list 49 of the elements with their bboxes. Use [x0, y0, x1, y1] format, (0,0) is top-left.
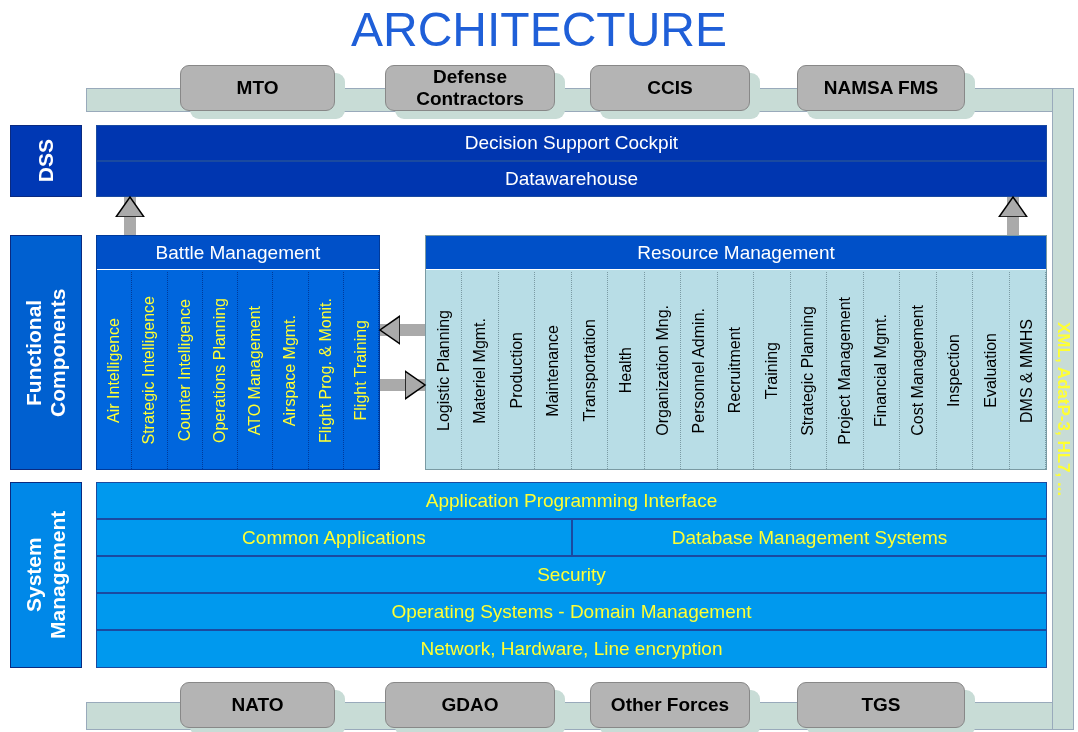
- standards-band: XML, AdatP-3, HL7, ...: [1052, 88, 1074, 730]
- column-label: Airspace Mgmt.: [281, 314, 300, 427]
- component-group: [96, 235, 380, 470]
- column-label: Inspection: [945, 334, 964, 407]
- layer-row: Decision Support Cockpit: [96, 125, 1047, 161]
- column-label: DMS & MMHS: [1018, 318, 1037, 423]
- column-label: Evaluation: [981, 333, 1000, 408]
- layer-name: DSS: [34, 139, 58, 183]
- column-label: Strategic Planning: [799, 305, 818, 436]
- layer-row: Network, Hardware, Line encryption: [96, 630, 1047, 668]
- block-arrow: [998, 196, 1028, 235]
- column-label: Strategic Intelligence: [140, 296, 159, 445]
- column-label: Counter Intelligence: [175, 299, 194, 442]
- column-label: ATO Management: [246, 305, 265, 436]
- layer-row: Database Management Systems: [572, 519, 1047, 556]
- column-label: Financial Mgmt.: [872, 314, 891, 427]
- column-label: Operations Planning: [210, 298, 229, 443]
- column-label: Maintenance: [544, 324, 563, 417]
- column-label: Recruitment: [726, 327, 745, 414]
- column-label: Logistic Planning: [434, 310, 453, 431]
- column-label: Materiel Mgmt.: [471, 317, 490, 424]
- layer-row: Application Programming Interface: [96, 482, 1047, 519]
- column-label: Transportation: [580, 319, 599, 422]
- block-arrow: [380, 370, 426, 400]
- layer-name: Functional Components: [22, 287, 70, 419]
- column-label: Cost Management: [908, 305, 927, 436]
- layer-label: [10, 482, 82, 668]
- block-arrow: [379, 315, 425, 345]
- component-group: [425, 235, 1047, 470]
- column-label: Flight Prog. & Monit.: [316, 298, 335, 443]
- layer-label: [10, 235, 82, 470]
- column-label: Production: [507, 332, 526, 409]
- layer-label: [10, 125, 82, 197]
- column-label: Air Intelligence: [105, 318, 124, 423]
- column-label: Flight Training: [351, 320, 370, 421]
- layer-name: System Management: [22, 509, 70, 642]
- column-label: Health: [617, 347, 636, 394]
- column-label: Organization Mng.: [653, 305, 672, 436]
- layer-row: Common Applications: [96, 519, 572, 556]
- column-label: Project Management: [835, 296, 854, 445]
- column-label: Training: [762, 341, 781, 400]
- layer-row: Operating Systems - Domain Management: [96, 593, 1047, 630]
- group-header: Battle Management: [97, 236, 379, 270]
- layer-row: Security: [96, 556, 1047, 593]
- diagram-title: ARCHITECTURE: [350, 2, 728, 57]
- layer-row: Datawarehouse: [96, 161, 1047, 197]
- group-header: Resource Management: [426, 236, 1046, 270]
- column-label: Personnel Admin.: [690, 307, 708, 434]
- block-arrow: [115, 196, 145, 235]
